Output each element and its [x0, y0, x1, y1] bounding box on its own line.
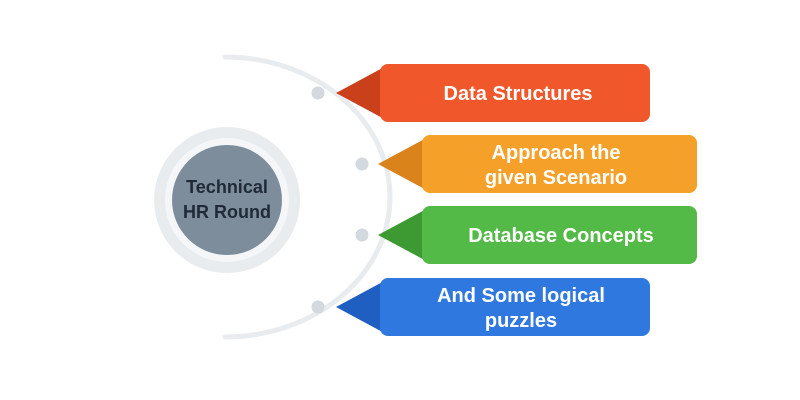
item-approach-scenario: Approach the given Scenario [355, 135, 697, 193]
item-label-line-2: puzzles [485, 310, 557, 332]
connector-dot [311, 300, 325, 314]
arrow-body [380, 278, 650, 336]
item-label-line-1: Approach the [492, 142, 621, 164]
connector-dot [355, 228, 369, 242]
item-database-concepts: Database Concepts [355, 206, 697, 264]
item-label-line-1: And Some logical [437, 285, 605, 307]
item-label-line-1: Database Concepts [468, 225, 654, 247]
connector-arc [222, 54, 393, 340]
arrow-body [422, 206, 697, 264]
item-logical-puzzles: And Some logical puzzles [311, 278, 650, 336]
arrow-body [380, 64, 650, 122]
arrow-tip [378, 135, 432, 193]
center-label-line-2: HR Round [183, 202, 271, 222]
item-label-line-1: Data Structures [444, 83, 593, 105]
arrow-tip [336, 278, 390, 336]
center-node: Technical HR Round [154, 127, 300, 273]
arrow-tip [336, 64, 390, 122]
item-label-line-2: given Scenario [485, 167, 627, 189]
center-circle [172, 145, 282, 255]
arrow-tip [378, 206, 432, 264]
connector-dot [311, 86, 325, 100]
connector-dot [355, 157, 369, 171]
center-label-line-1: Technical [186, 177, 268, 197]
item-data-structures: Data Structures [311, 64, 650, 122]
arrow-body [422, 135, 697, 193]
